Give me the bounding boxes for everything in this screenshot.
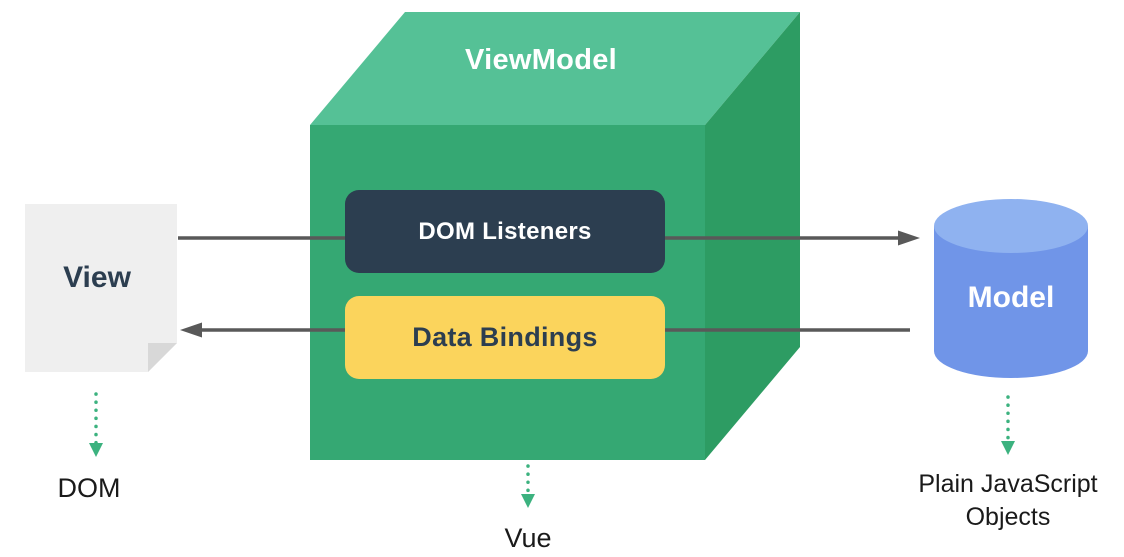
view-title: View	[63, 261, 131, 294]
cube-front-face	[310, 125, 705, 460]
model-cylinder-icon	[934, 199, 1088, 378]
cube-top-face	[310, 12, 800, 125]
dom-caption: DOM	[57, 473, 121, 503]
dotted-arrow-view-to-dom-icon	[89, 392, 103, 457]
data-bindings-box: Data Bindings	[345, 296, 665, 379]
paper-sheet	[25, 204, 177, 372]
vue-caption: Vue	[504, 523, 552, 553]
cylinder-top	[934, 199, 1088, 253]
dotted-arrow-head	[89, 443, 103, 457]
paper-folded-corner	[148, 343, 177, 372]
data-bindings-label: Data Bindings	[412, 322, 598, 352]
viewmodel-title: ViewModel	[464, 44, 618, 76]
cube-side-face	[705, 12, 800, 460]
arrow-head-right	[898, 230, 920, 246]
dotted-arrow-viewmodel-to-vue-icon	[521, 464, 535, 508]
dotted-arrow-head	[521, 494, 535, 508]
dom-listeners-label: DOM Listeners	[418, 217, 592, 245]
dotted-arrow-model-to-objects-icon	[1001, 395, 1015, 455]
cylinder-body	[934, 226, 1088, 378]
dotted-arrow-head	[1001, 441, 1015, 455]
arrow-head-left	[180, 322, 202, 338]
model-title: Model	[967, 281, 1055, 314]
view-paper-icon	[25, 204, 177, 372]
dom-listeners-box: DOM Listeners	[345, 190, 665, 273]
plain-javascript-objects-caption: Plain JavaScript Objects	[918, 470, 1098, 531]
